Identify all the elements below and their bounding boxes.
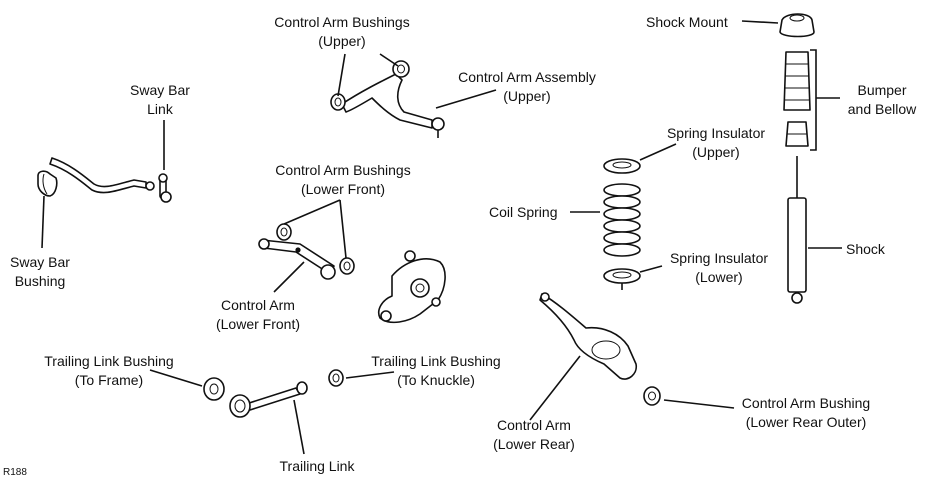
label-bumper-and-bellow: Bumper and Bellow: [848, 81, 917, 119]
label-control-arm-lower-front: Control Arm (Lower Front): [216, 296, 300, 334]
label-line: Shock: [846, 241, 885, 257]
label-trailing-link: Trailing Link: [280, 457, 355, 476]
label-sway-bar-bushing: Sway Bar Bushing: [10, 253, 70, 291]
upper-control-arm-part: [341, 73, 445, 138]
label-trailing-link-bushing-frame: Trailing Link Bushing (To Frame): [44, 352, 173, 390]
upper-bushing-left: [330, 93, 346, 111]
label-coil-spring: Coil Spring: [489, 203, 557, 222]
lower-front-bushing-a: [276, 223, 292, 241]
label-line: (Lower Front): [300, 181, 386, 197]
label-line: Control Arm Bushing: [741, 395, 871, 411]
trailing-link-part: [229, 381, 308, 418]
label-line: Coil Spring: [489, 204, 558, 220]
sway-bar-bushing-part: [37, 170, 58, 197]
label-spring-insulator-lower: Spring Insulator (Lower): [670, 249, 768, 287]
spring-insulator-upper-part: [603, 158, 641, 174]
label-line: Control Arm Bushings: [275, 162, 411, 178]
label-line: (To Knuckle): [397, 372, 475, 388]
lower-rear-bushing-part: [643, 386, 661, 406]
sway-bar-link-part: [145, 173, 172, 203]
label-control-arm-lower-rear: Control Arm (Lower Rear): [493, 416, 575, 454]
label-line: Trailing Link: [279, 458, 355, 474]
label-control-arm-bushing-lower-rear-outer: Control Arm Bushing (Lower Rear Outer): [742, 394, 870, 432]
shock-part: [787, 156, 807, 304]
trailing-bushing-knuckle-part: [328, 369, 344, 387]
label-line: Control Arm Bushings: [274, 14, 410, 30]
bellow-part: [783, 51, 811, 111]
label-shock: Shock: [846, 240, 885, 259]
spring-insulator-lower-part: [603, 268, 641, 290]
label-line: Shock Mount: [646, 14, 728, 30]
lower-front-control-arm-part: [258, 238, 336, 280]
label-line: Bumper: [857, 82, 907, 98]
bumper-part: [785, 121, 809, 147]
label-line: (Lower Rear Outer): [745, 414, 867, 430]
label-shock-mount: Shock Mount: [646, 13, 728, 32]
label-line: Spring Insulator: [669, 250, 769, 266]
label-line: Control Arm: [497, 417, 571, 433]
label-line: and Bellow: [847, 101, 917, 117]
label-line: (Lower Rear): [493, 436, 575, 452]
leader-lines: [41, 20, 842, 455]
lower-front-bushing-b: [339, 257, 355, 275]
label-trailing-link-bushing-knuckle: Trailing Link Bushing (To Knuckle): [371, 352, 500, 390]
sway-bar: [49, 157, 147, 194]
label-line: (Upper): [318, 33, 366, 49]
label-line: (To Frame): [74, 372, 144, 388]
label-line: Link: [147, 101, 173, 117]
label-line: R188: [3, 467, 27, 478]
label-line: Spring Insulator: [666, 125, 766, 141]
coil-spring-part: [603, 183, 641, 257]
label-sway-bar-link: Sway Bar Link: [130, 81, 190, 119]
label-line: (Upper): [692, 144, 740, 160]
label-control-arm-assembly-upper: Control Arm Assembly (Upper): [458, 68, 596, 106]
label-line: Bushing: [14, 273, 66, 289]
label-line: Trailing Link Bushing: [44, 353, 174, 369]
label-line: Sway Bar: [10, 254, 70, 270]
label-spring-insulator-upper: Spring Insulator (Upper): [667, 124, 765, 162]
label-line: Control Arm Assembly: [458, 69, 596, 85]
label-line: (Upper): [503, 88, 551, 104]
label-line: Control Arm: [221, 297, 295, 313]
trailing-bushing-frame-part: [203, 377, 225, 401]
shock-mount-part: [779, 13, 815, 38]
label-line: (Lower Front): [215, 316, 301, 332]
label-line: (Lower): [695, 269, 743, 285]
knuckle-part: [377, 250, 446, 324]
label-control-arm-bushings-lower-front: Control Arm Bushings (Lower Front): [275, 161, 410, 199]
lower-rear-control-arm-part: [539, 292, 638, 380]
label-line: Sway Bar: [130, 82, 190, 98]
figure-code: R188: [3, 467, 27, 479]
label-line: Trailing Link Bushing: [371, 353, 501, 369]
label-control-arm-bushings-upper: Control Arm Bushings (Upper): [274, 13, 409, 51]
